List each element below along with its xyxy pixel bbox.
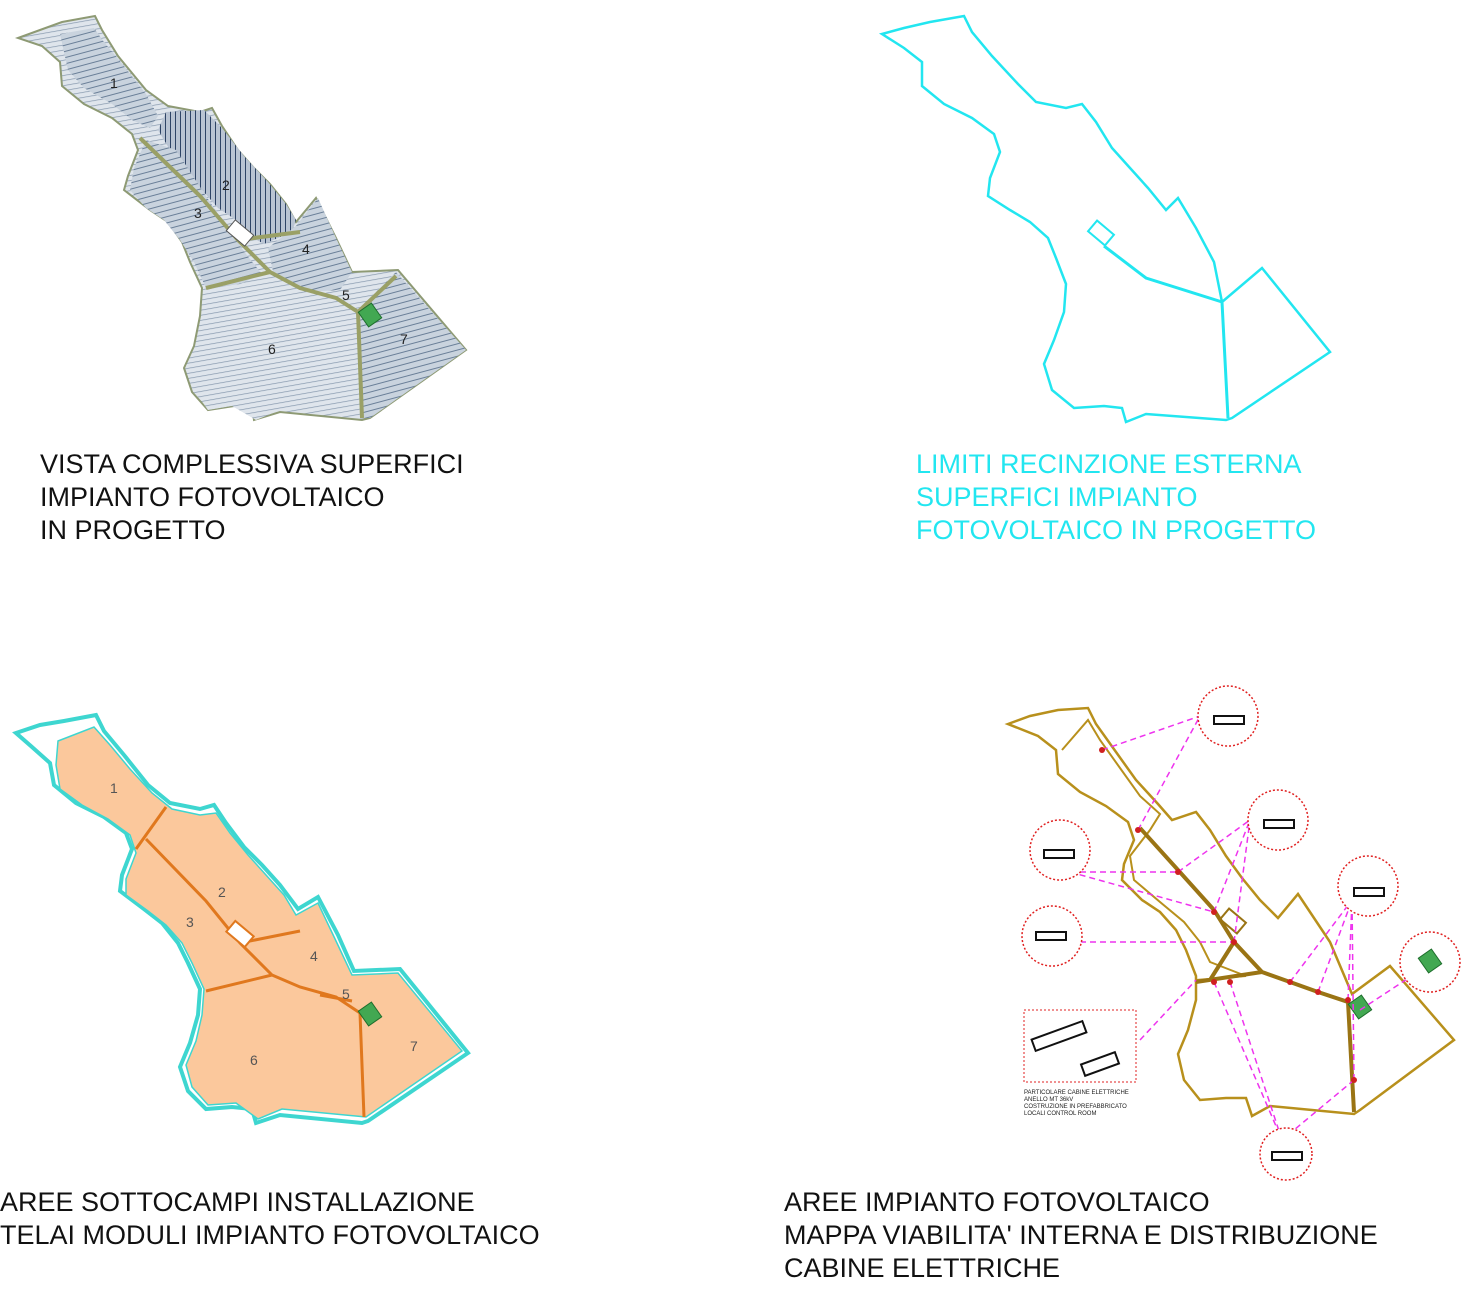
subfield-substation bbox=[357, 1001, 383, 1027]
subfields-caption: AREE SOTTOCAMPI INSTALLAZIONE TELAI MODU… bbox=[0, 1186, 540, 1252]
caption-line: LIMITI RECINZIONE ESTERNA bbox=[916, 449, 1302, 479]
roads-outline bbox=[1004, 706, 1456, 1118]
caption-line: FOTOVOLTAICO IN PROGETTO bbox=[916, 515, 1317, 545]
caption-line: IMPIANTO FOTOVOLTAICO bbox=[40, 482, 385, 512]
overview-map: 1 2 3 4 5 6 7 bbox=[14, 14, 468, 422]
caption-line: IN PROGETTO bbox=[40, 515, 226, 545]
caption-line: VISTA COMPLESSIVA SUPERFICI bbox=[40, 449, 464, 479]
area-label: 5 bbox=[342, 986, 350, 1002]
fence-outline bbox=[878, 14, 1332, 424]
area-6 bbox=[186, 282, 362, 420]
subfield-outer-fence bbox=[12, 712, 471, 1126]
fence-panel bbox=[860, 0, 1360, 440]
area-label: 7 bbox=[400, 331, 408, 347]
roads-control-room bbox=[1218, 907, 1248, 935]
caption-line: MAPPA VIABILITA' INTERNA E DISTRIBUZIONE bbox=[784, 1220, 1378, 1250]
roads-inner-outline bbox=[1061, 718, 1247, 981]
main-road bbox=[1138, 826, 1356, 1113]
caption-line: TELAI MODULI IMPIANTO FOTOVOLTAICO bbox=[0, 1220, 540, 1250]
area-label: 2 bbox=[218, 884, 226, 900]
roads-substation bbox=[1347, 994, 1373, 1020]
cabin-points bbox=[1099, 747, 1357, 1083]
area-label: 4 bbox=[310, 948, 318, 964]
roads-panel: PARTICOLARE CABINE ELETTRICHE ANELLO MT … bbox=[1000, 680, 1464, 1181]
area-label: 4 bbox=[302, 241, 310, 257]
area-2 bbox=[158, 110, 296, 244]
caption-line: SUPERFICI IMPIANTO bbox=[916, 482, 1198, 512]
cabin-detail-substation bbox=[1417, 948, 1443, 974]
area-label: 5 bbox=[342, 287, 350, 303]
detail-note-line: COSTRUZIONE IN PREFABBRICATO bbox=[1024, 1104, 1127, 1110]
subfield-control-room bbox=[224, 919, 256, 949]
detail-note-line: LOCALI CONTROL ROOM bbox=[1024, 1111, 1096, 1117]
subfield-road bbox=[144, 837, 366, 1118]
area-label: 1 bbox=[110, 780, 118, 796]
cabin-detail-blocks bbox=[1035, 715, 1385, 1161]
fence-map bbox=[878, 14, 1332, 424]
area-label: 6 bbox=[250, 1052, 258, 1068]
area-label: 7 bbox=[410, 1038, 418, 1054]
caption-line: CABINE ELETTRICHE bbox=[784, 1253, 1061, 1283]
substation-block bbox=[357, 302, 383, 328]
area-label: 6 bbox=[268, 341, 276, 357]
overview-panel: 1 2 3 4 5 6 7 bbox=[0, 0, 500, 440]
cabin-detail-box bbox=[1023, 1009, 1137, 1083]
subfields-panel: 1 2 3 4 5 6 7 bbox=[0, 705, 500, 1145]
fence-caption: LIMITI RECINZIONE ESTERNA SUPERFICI IMPI… bbox=[916, 448, 1316, 547]
area-label: 3 bbox=[194, 205, 202, 221]
area-3 bbox=[130, 140, 262, 288]
roads-map: PARTICOLARE CABINE ELETTRICHE ANELLO MT … bbox=[1004, 685, 1461, 1181]
control-room-block bbox=[225, 219, 255, 247]
area-label: 3 bbox=[186, 914, 194, 930]
roads-caption: AREE IMPIANTO FOTOVOLTAICO MAPPA VIABILI… bbox=[784, 1186, 1378, 1285]
subfield-divider bbox=[134, 806, 168, 850]
cabin-links bbox=[1069, 715, 1431, 1141]
area-1 bbox=[60, 28, 158, 128]
overview-caption: VISTA COMPLESSIVA SUPERFICI IMPIANTO FOT… bbox=[40, 448, 464, 547]
internal-road bbox=[138, 136, 398, 419]
subfields-map: 1 2 3 4 5 6 7 bbox=[12, 712, 471, 1126]
caption-line: AREE IMPIANTO FOTOVOLTAICO bbox=[784, 1187, 1210, 1217]
area-7 bbox=[360, 272, 466, 418]
detail-note-line: ANELLO MT 36kV bbox=[1024, 1097, 1073, 1103]
caption-line: AREE SOTTOCAMPI INSTALLAZIONE bbox=[0, 1187, 475, 1217]
area-4 bbox=[268, 198, 352, 292]
fence-inner-line bbox=[1103, 244, 1230, 419]
cabin-detail-ring-block bbox=[1030, 1019, 1088, 1053]
area-label: 1 bbox=[110, 75, 118, 91]
area-label: 2 bbox=[222, 177, 230, 193]
cabin-detail-ring-block bbox=[1079, 1050, 1121, 1078]
fence-control-room bbox=[1086, 219, 1116, 247]
detail-note-line: PARTICOLARE CABINE ELETTRICHE bbox=[1024, 1090, 1129, 1096]
